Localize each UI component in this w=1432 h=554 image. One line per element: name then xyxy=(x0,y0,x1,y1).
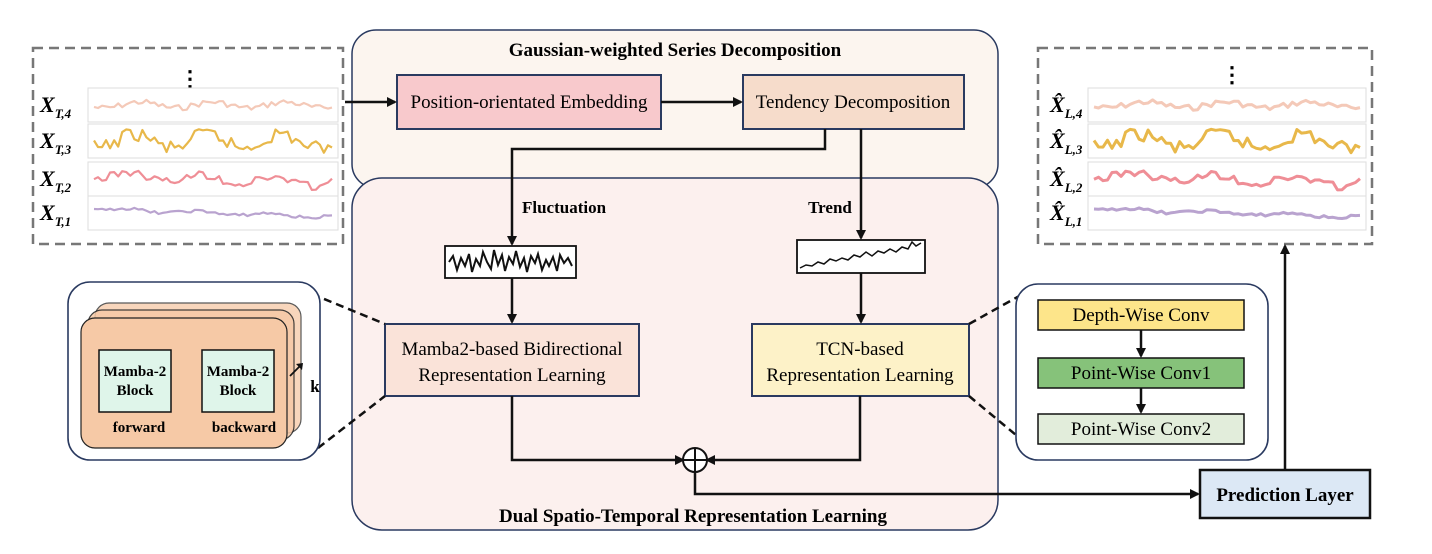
backward-label: backward xyxy=(212,420,277,436)
repeat-arrow xyxy=(289,365,301,377)
output-series-line xyxy=(1093,206,1361,220)
tendency-box xyxy=(742,74,965,130)
tendency-label: Tendency Decomposition xyxy=(756,92,951,113)
tcn-label-line2: Representation Learning xyxy=(766,365,954,386)
input-series-sub: T,3 xyxy=(55,142,72,157)
output-series-sub: L,4 xyxy=(1064,106,1083,121)
fluctuation-plot-line xyxy=(448,248,573,274)
forward-block-line2: Block xyxy=(117,383,154,399)
output-series-label: X̂L,3 xyxy=(1049,128,1083,157)
output-series-sub: L,3 xyxy=(1064,142,1083,157)
forward-block-line1: Mamba-2 xyxy=(104,364,167,380)
arrows xyxy=(345,97,1290,499)
input-series-line xyxy=(93,128,333,154)
output-series-label: X̂L,1 xyxy=(1049,200,1082,229)
repeat-arrow-head xyxy=(296,363,303,370)
input-series-sub: T,1 xyxy=(55,214,72,229)
depthwise-conv-box xyxy=(1037,299,1245,331)
mamba-box xyxy=(384,323,640,397)
input-series-panel xyxy=(31,46,345,246)
mamba-backward-block xyxy=(201,349,275,413)
output-series-line xyxy=(1093,169,1361,192)
input-series-label: XT,3 xyxy=(39,128,72,157)
input-series-label: XT,1 xyxy=(39,200,71,229)
depthwise-conv-label: Depth-Wise Conv xyxy=(1073,305,1210,326)
output-series-line xyxy=(1093,98,1361,112)
tcn-label-line1: TCN-based xyxy=(816,339,904,360)
input-series-line xyxy=(93,169,333,191)
output-series-line xyxy=(1092,127,1361,155)
prediction-box xyxy=(1198,468,1372,520)
pointwise-conv1-label: Point-Wise Conv1 xyxy=(1071,363,1211,384)
output-series-label: X̂L,4 xyxy=(1049,92,1083,121)
mamba-forward-block xyxy=(98,349,172,413)
trend-label: Trend xyxy=(808,198,852,217)
output-ellipsis: ⋮ xyxy=(1221,62,1243,87)
embedding-box xyxy=(396,74,662,130)
input-series-line xyxy=(93,98,333,112)
trend-plot-line xyxy=(799,240,922,269)
prediction-label: Prediction Layer xyxy=(1216,485,1354,506)
repeat-label: k xyxy=(310,377,320,396)
output-series-sub: L,1 xyxy=(1064,214,1083,229)
dst-title: Dual Spatio-Temporal Representation Lear… xyxy=(499,506,887,527)
output-series-sub: L,2 xyxy=(1064,180,1083,195)
input-series-sub: T,2 xyxy=(55,180,72,195)
fluctuation-label: Fluctuation xyxy=(522,198,607,217)
gsd-title: Gaussian-weighted Series Decomposition xyxy=(509,40,842,61)
mamba-label-line1: Mamba2-based Bidirectional xyxy=(401,339,622,360)
forward-label: forward xyxy=(113,420,166,436)
input-ellipsis: ⋮ xyxy=(179,66,201,91)
backward-block-line1: Mamba-2 xyxy=(207,364,270,380)
input-series-label: XT,2 xyxy=(39,166,72,195)
input-series-line xyxy=(93,206,333,220)
input-series-sub: T,4 xyxy=(55,106,72,121)
pointwise-conv2-label: Point-Wise Conv2 xyxy=(1071,419,1211,440)
output-series-panel xyxy=(1036,46,1374,246)
mamba-label-line2: Representation Learning xyxy=(418,365,606,386)
backward-block-line2: Block xyxy=(220,383,257,399)
fluctuation-plot-frame xyxy=(444,245,577,279)
output-series-label: X̂L,2 xyxy=(1049,166,1083,195)
pointwise-conv2-box xyxy=(1037,413,1245,445)
input-series-label: XT,4 xyxy=(39,92,72,121)
embedding-label: Position-orientated Embedding xyxy=(411,92,648,113)
